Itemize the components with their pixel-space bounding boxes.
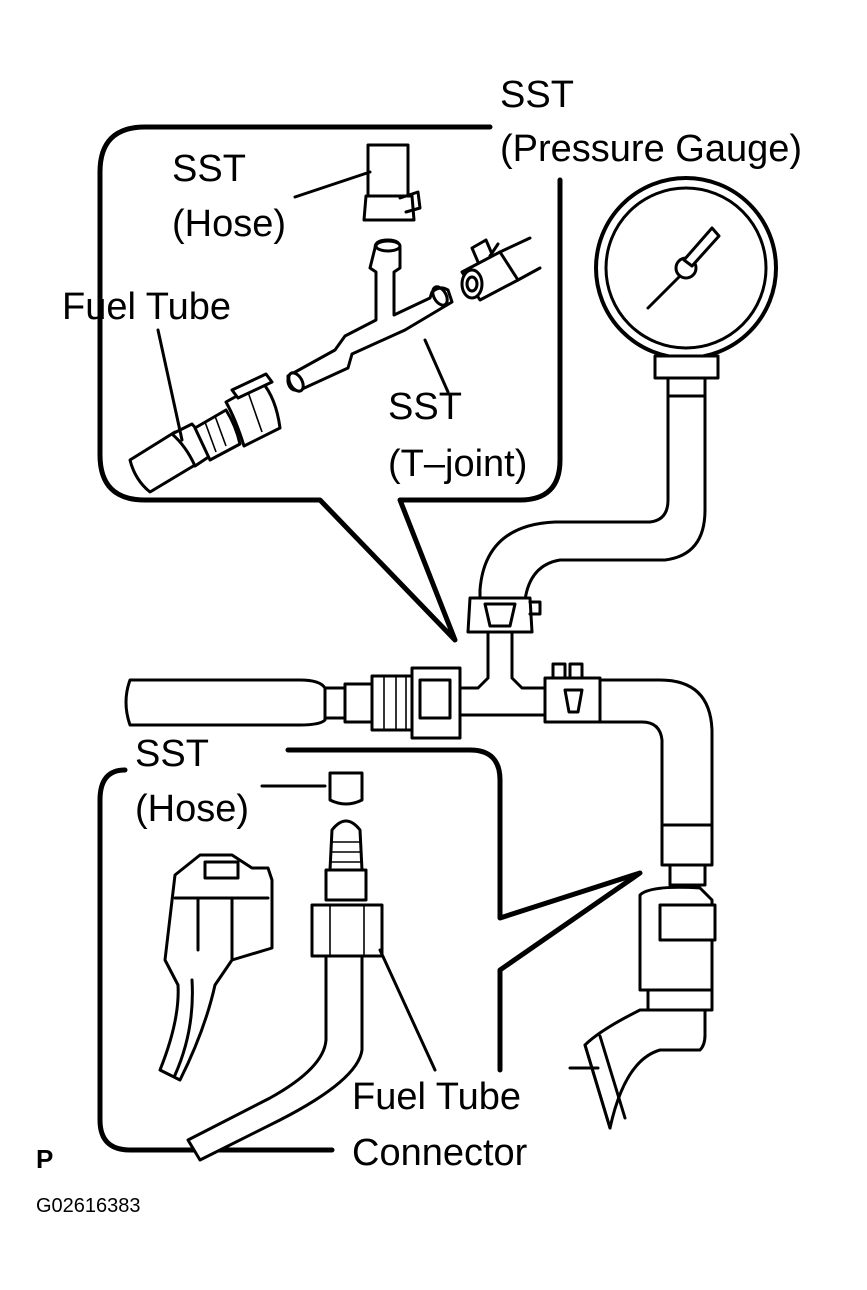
label-sst-tjoint-line2: (T–joint) (388, 443, 528, 485)
fuel-tube-left (124, 678, 327, 727)
figure-code: G02616383 (36, 1195, 141, 1217)
pressure-gauge (594, 176, 778, 398)
top-callout-bubble (97, 124, 563, 643)
sst-hose-top (362, 143, 422, 222)
retainer-clip (158, 853, 274, 1082)
gauge-hose (478, 394, 707, 612)
label-sst-hose-top-line2: (Hose) (172, 203, 287, 245)
sst-hose-bottom (328, 771, 364, 806)
label-fuel-tube: Fuel Tube (62, 286, 231, 328)
label-fuel-tube-connector-line1: Fuel Tube (352, 1076, 521, 1118)
label-sst-hose-bottom-line1: SST (135, 733, 209, 775)
fuel-tube-top (128, 372, 282, 494)
t-joint-main (458, 630, 547, 717)
label-fuel-tube-connector-line2: Connector (352, 1132, 528, 1174)
leader-sst-hose-top (293, 170, 372, 199)
sst-clamp-top (460, 236, 542, 302)
bottom-callout-bubble (285, 747, 643, 1073)
main-fuel-tube-connector (343, 666, 462, 740)
fuel-tube-connector-detail (186, 819, 384, 1162)
page-marker: P (36, 1144, 54, 1174)
fuel-hose-right (598, 678, 714, 867)
label-sst-gauge-line2: (Pressure Gauge) (500, 128, 803, 170)
leader-sst-tjoint (423, 338, 450, 394)
label-sst-hose-top-line1: SST (172, 148, 246, 190)
label-sst-hose-bottom-line2: (Hose) (135, 788, 250, 830)
sst-t-joint (286, 238, 454, 393)
leader-fuel-tube (156, 328, 184, 442)
label-sst-gauge-line1: SST (500, 74, 574, 116)
label-sst-tjoint-line1: SST (388, 386, 462, 428)
leader-fuel-tube-connector (378, 948, 437, 1072)
fuel-rail-assembly (568, 885, 717, 1130)
bottom-callout-bubble-left (97, 767, 335, 1153)
